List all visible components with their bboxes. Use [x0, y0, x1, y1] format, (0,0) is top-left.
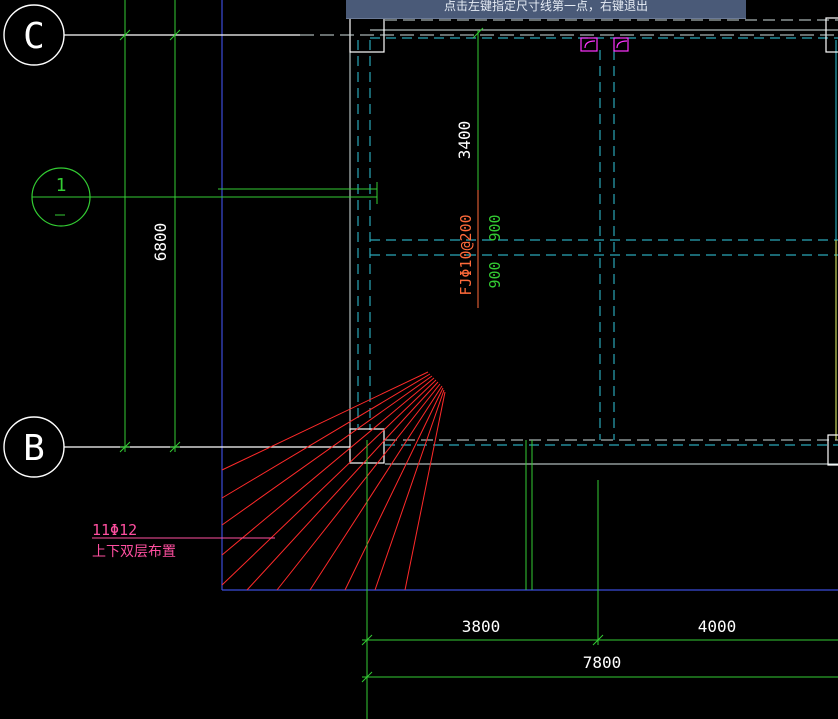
radial-rebar: [221, 379, 437, 586]
radial-rebar: [221, 377, 435, 556]
command-prompt-bar: 点击左键指定尺寸线第一点，右键退出: [346, 0, 746, 19]
dim-span-right: 4000: [698, 617, 737, 636]
dim-slab-900-bottom: 900: [486, 261, 504, 288]
column-bottom-right: [827, 434, 838, 466]
dim-vertical-upper: 3400: [455, 121, 474, 160]
radial-rebar: [404, 391, 446, 591]
radial-rebars: [221, 371, 446, 591]
command-prompt-text: 点击左键指定尺寸线第一点，右键退出: [443, 0, 648, 13]
marker-1: [580, 37, 598, 52]
radial-rebar-note: 上下双层布置: [92, 544, 176, 560]
axis-b: B: [3, 416, 350, 478]
radial-rebar: [246, 381, 439, 591]
slab-rebar-label: FJΦ10@200: [457, 214, 475, 295]
axis-b-label: B: [23, 428, 45, 469]
radial-rebar: [221, 371, 429, 471]
axis-c: C: [3, 4, 838, 66]
beam-lines: [357, 37, 838, 446]
section-marker-1-label: 1: [56, 175, 67, 196]
radial-rebar: [221, 373, 431, 499]
radial-rebar: [344, 387, 444, 591]
radial-rebar: [374, 389, 445, 591]
horizontal-dimensions: [361, 634, 838, 683]
radial-rebar-count: 11Φ12: [92, 521, 137, 539]
section-marker-1: 1: [31, 167, 378, 227]
dim-vertical-total: 6800: [151, 223, 170, 262]
beam-lines-white: [385, 19, 838, 441]
foundation-outline: [221, 0, 838, 591]
radial-rebar: [276, 383, 441, 591]
radial-rebar: [309, 385, 443, 591]
axis-c-label: C: [23, 16, 45, 57]
marker-2: [613, 37, 629, 52]
dim-span-total: 7800: [583, 653, 622, 672]
dim-span-left: 3800: [462, 617, 501, 636]
dim-slab-900-top: 900: [486, 214, 504, 241]
radial-rebar: [221, 375, 433, 526]
markers: [580, 37, 629, 52]
slab-edge: [349, 20, 838, 465]
bottom-extension-lines: [366, 440, 599, 719]
vertical-dimension: [119, 0, 181, 453]
